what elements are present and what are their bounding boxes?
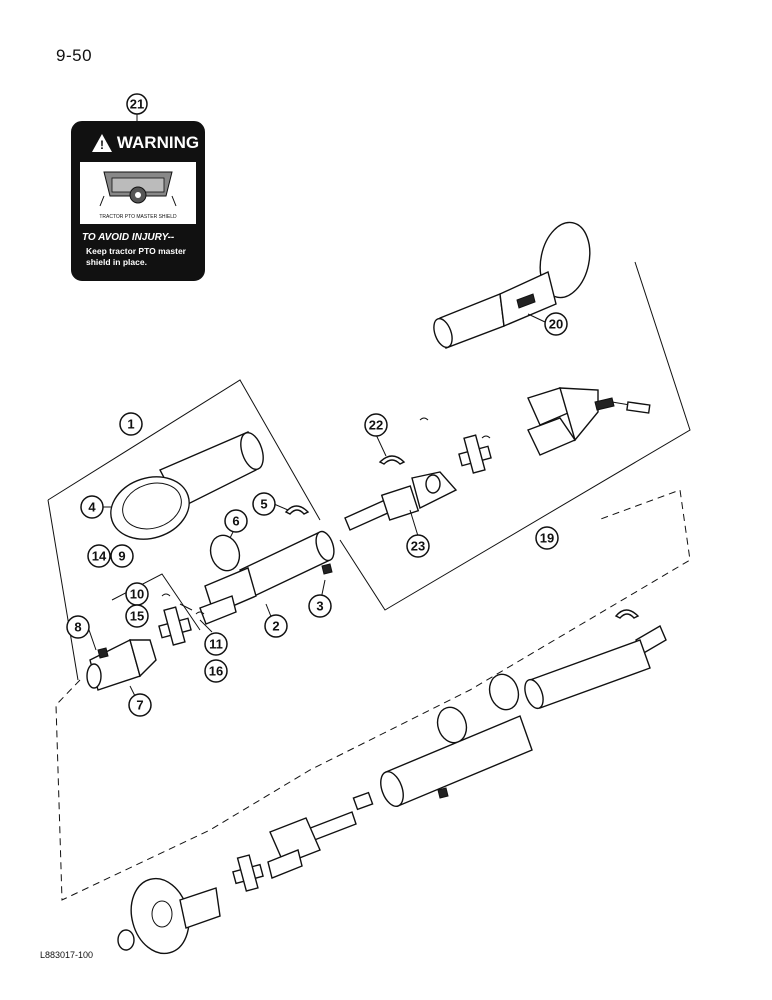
group-1-bracket <box>47 379 321 521</box>
callout-4: 4 <box>80 495 104 519</box>
pto-shield-illustration <box>99 171 177 207</box>
svg-text:11: 11 <box>209 637 223 652</box>
shield-caption: TRACTOR PTO MASTER SHIELD <box>99 214 177 220</box>
callout-11: 11 <box>204 632 228 656</box>
warning-decal: ! WARNING TRACTOR PTO MASTER SHIELD TO A… <box>71 121 205 281</box>
svg-text:23: 23 <box>411 539 425 554</box>
svg-text:10: 10 <box>130 587 144 602</box>
callout-7: 7 <box>128 693 152 717</box>
svg-text:16: 16 <box>209 664 223 679</box>
end-yoke-7 <box>86 638 157 691</box>
svg-text:15: 15 <box>130 609 144 624</box>
callout-1: 1 <box>119 412 143 436</box>
svg-text:9: 9 <box>118 549 125 564</box>
warning-triangle-icon: ! <box>92 134 112 152</box>
callout-21: 21 <box>126 93 148 115</box>
svg-text:2: 2 <box>272 619 279 634</box>
svg-text:!: ! <box>100 138 104 152</box>
outer-shield <box>110 431 264 540</box>
callout-10: 10 <box>125 582 149 606</box>
svg-text:21: 21 <box>130 97 144 112</box>
svg-text:22: 22 <box>369 418 383 433</box>
page-number: 9-50 <box>56 46 93 65</box>
callout-5: 5 <box>252 492 276 516</box>
callout-14: 14 <box>87 544 111 568</box>
document-code: L883017-100 <box>40 950 94 960</box>
retaining-clip-22 <box>378 455 406 465</box>
top-cross-and-bearings <box>419 417 492 474</box>
group-19-bracket <box>339 261 691 611</box>
svg-text:1: 1 <box>127 417 134 432</box>
svg-text:4: 4 <box>88 500 96 515</box>
svg-text:7: 7 <box>136 698 143 713</box>
svg-text:3: 3 <box>316 599 323 614</box>
warning-body-line-1: Keep tractor PTO master <box>86 246 187 256</box>
small-cross-assembly <box>158 593 205 646</box>
lower-shaft-assembly <box>117 609 667 955</box>
callout-23: 23 <box>406 534 430 558</box>
warning-body-line-2: shield in place. <box>86 257 147 267</box>
warning-headline: TO AVOID INJURY-- <box>82 232 175 243</box>
dashed-assembly-outline <box>55 489 691 901</box>
callout-16: 16 <box>204 659 228 683</box>
callout-22: 22 <box>364 413 388 437</box>
svg-text:8: 8 <box>74 620 81 635</box>
svg-text:6: 6 <box>232 514 239 529</box>
inner-yoke <box>344 471 458 531</box>
svg-text:20: 20 <box>549 317 563 332</box>
retaining-clip-5 <box>284 505 310 515</box>
outer-shaft-half <box>433 221 591 349</box>
svg-text:5: 5 <box>260 497 267 512</box>
svg-text:14: 14 <box>92 549 107 564</box>
callout-8: 8 <box>66 615 90 639</box>
callout-3: 3 <box>308 594 332 618</box>
callout-9: 9 <box>110 544 134 568</box>
top-right-yoke <box>527 387 651 456</box>
callout-2: 2 <box>264 614 288 638</box>
bearing-ring-6 <box>209 534 241 572</box>
svg-text:19: 19 <box>540 531 554 546</box>
callout-6: 6 <box>224 509 248 533</box>
warning-header: WARNING <box>117 133 199 152</box>
callout-15: 15 <box>125 604 149 628</box>
callout-19: 19 <box>535 526 559 550</box>
inner-tube-yoke <box>199 530 335 625</box>
callout-20: 20 <box>544 312 568 336</box>
